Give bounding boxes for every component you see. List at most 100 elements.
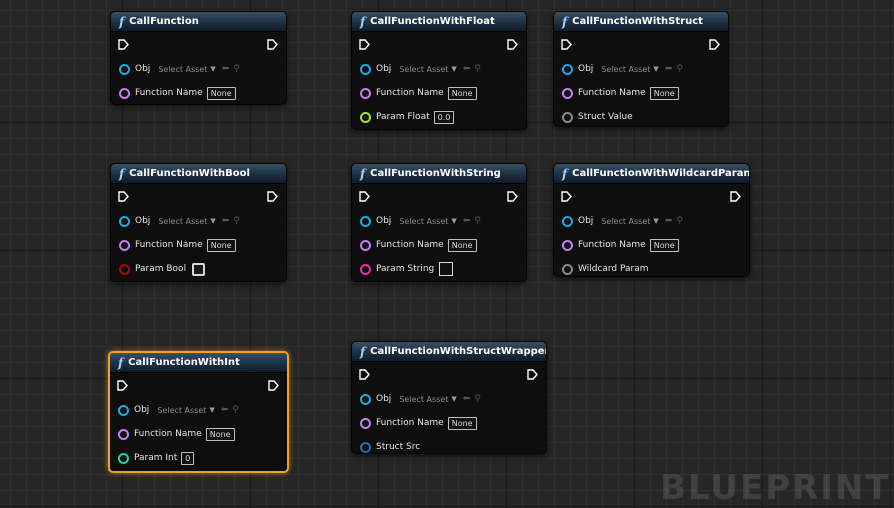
node-call-function-with-struct-wrapper[interactable]: f CallFunctionWithStructWrapper Obj Sele…: [351, 341, 547, 454]
exec-output-pin-icon[interactable]: [709, 39, 720, 50]
bool-pin-icon[interactable]: [119, 263, 130, 275]
select-asset-dropdown[interactable]: Select Asset▼: [158, 65, 215, 74]
exec-output-pin-icon[interactable]: [527, 369, 538, 380]
obj-pin-row: Obj Select Asset▼ ⬅⚲: [111, 209, 286, 233]
struct-value-pin-row: Struct Value: [554, 105, 728, 126]
name-pin-icon[interactable]: [119, 239, 130, 251]
int-pin-icon[interactable]: [118, 452, 129, 464]
use-selected-arrow-icon[interactable]: ⬅: [664, 64, 673, 74]
param-float-label: Param Float: [376, 112, 430, 122]
node-header[interactable]: f CallFunction: [111, 12, 286, 32]
struct-pin-icon[interactable]: [360, 441, 371, 453]
exec-input-pin-icon[interactable]: [117, 380, 128, 391]
browse-search-icon[interactable]: ⚲: [233, 216, 240, 226]
obj-label: Obj: [578, 216, 594, 226]
exec-output-pin-icon[interactable]: [730, 191, 741, 202]
object-pin-icon[interactable]: [360, 63, 371, 75]
select-asset-dropdown[interactable]: Select Asset▼: [601, 217, 658, 226]
function-name-field[interactable]: None: [206, 238, 236, 252]
exec-input-pin-icon[interactable]: [118, 191, 129, 202]
browse-search-icon[interactable]: ⚲: [474, 216, 481, 226]
chevron-down-icon: ▼: [451, 395, 457, 403]
param-string-input[interactable]: [439, 262, 454, 276]
function-name-field[interactable]: None: [649, 238, 679, 252]
use-selected-arrow-icon[interactable]: ⬅: [221, 216, 230, 226]
use-selected-arrow-icon[interactable]: ⬅: [462, 64, 471, 74]
name-pin-icon[interactable]: [562, 239, 573, 251]
select-asset-dropdown[interactable]: Select Asset▼: [601, 65, 658, 74]
browse-search-icon[interactable]: ⚲: [233, 64, 240, 74]
name-pin-icon[interactable]: [118, 428, 129, 440]
name-pin-icon[interactable]: [119, 87, 130, 99]
function-name-label: Function Name: [135, 88, 203, 98]
node-header[interactable]: f CallFunctionWithFloat: [352, 12, 526, 32]
node-call-function-with-string[interactable]: f CallFunctionWithString Obj Select Asse…: [351, 163, 527, 282]
browse-search-icon[interactable]: ⚲: [676, 64, 683, 74]
node-header[interactable]: f CallFunctionWithStructWrapper: [352, 342, 546, 362]
exec-output-pin-icon[interactable]: [267, 39, 278, 50]
browse-search-icon[interactable]: ⚲: [232, 405, 239, 415]
node-header[interactable]: f CallFunctionWithString: [352, 164, 526, 184]
exec-output-pin-icon[interactable]: [268, 380, 279, 391]
select-asset-dropdown[interactable]: Select Asset▼: [399, 217, 456, 226]
name-pin-icon[interactable]: [360, 87, 371, 99]
node-call-function-with-struct[interactable]: f CallFunctionWithStruct Obj Select Asse…: [553, 11, 729, 127]
param-int-field[interactable]: 0: [181, 451, 195, 465]
function-name-field[interactable]: None: [205, 427, 235, 441]
node-call-function-with-wildcard-param[interactable]: f CallFunctionWithWildcardParam Obj Sele…: [553, 163, 750, 277]
select-asset-dropdown[interactable]: Select Asset▼: [158, 217, 215, 226]
function-name-field[interactable]: None: [206, 86, 236, 100]
object-pin-icon[interactable]: [119, 63, 130, 75]
exec-input-pin-icon[interactable]: [561, 191, 572, 202]
node-call-function-with-int[interactable]: f CallFunctionWithInt Obj Select Asset▼ …: [108, 351, 289, 473]
exec-input-pin-icon[interactable]: [561, 39, 572, 50]
exec-output-pin-icon[interactable]: [267, 191, 278, 202]
object-pin-icon[interactable]: [360, 215, 371, 227]
use-selected-arrow-icon[interactable]: ⬅: [462, 216, 471, 226]
exec-output-pin-icon[interactable]: [507, 39, 518, 50]
node-header[interactable]: f CallFunctionWithWildcardParam: [554, 164, 749, 184]
function-name-field[interactable]: None: [447, 416, 477, 430]
param-bool-checkbox[interactable]: [192, 262, 206, 276]
param-float-field[interactable]: 0.0: [433, 110, 455, 124]
exec-input-pin-icon[interactable]: [359, 369, 370, 380]
name-pin-icon[interactable]: [360, 417, 371, 429]
browse-search-icon[interactable]: ⚲: [474, 64, 481, 74]
function-name-pin-row: Function Name None: [352, 233, 526, 257]
select-asset-dropdown[interactable]: Select Asset▼: [399, 395, 456, 404]
node-header[interactable]: f CallFunctionWithInt: [110, 353, 287, 373]
object-pin-icon[interactable]: [118, 404, 129, 416]
string-pin-icon[interactable]: [360, 263, 371, 275]
node-call-function[interactable]: f CallFunction Obj Select Asset▼ ⬅⚲ Func…: [110, 11, 287, 105]
select-asset-dropdown[interactable]: Select Asset▼: [399, 65, 456, 74]
node-call-function-with-bool[interactable]: f CallFunctionWithBool Obj Select Asset▼…: [110, 163, 287, 282]
use-selected-arrow-icon[interactable]: ⬅: [221, 64, 230, 74]
browse-search-icon[interactable]: ⚲: [676, 216, 683, 226]
wildcard-pin-icon[interactable]: [562, 263, 573, 275]
struct-pin-icon[interactable]: [562, 111, 573, 123]
float-pin-icon[interactable]: [360, 111, 371, 123]
object-pin-icon[interactable]: [360, 393, 371, 405]
object-pin-icon[interactable]: [562, 63, 573, 75]
node-header[interactable]: f CallFunctionWithBool: [111, 164, 286, 184]
object-pin-icon[interactable]: [119, 215, 130, 227]
exec-input-pin-icon[interactable]: [359, 191, 370, 202]
exec-input-pin-icon[interactable]: [359, 39, 370, 50]
function-name-field[interactable]: None: [649, 86, 679, 100]
select-asset-dropdown[interactable]: Select Asset▼: [157, 406, 214, 415]
node-header[interactable]: f CallFunctionWithStruct: [554, 12, 728, 32]
wildcard-param-label: Wildcard Param: [578, 264, 649, 274]
browse-search-icon[interactable]: ⚲: [474, 394, 481, 404]
node-call-function-with-float[interactable]: f CallFunctionWithFloat Obj Select Asset…: [351, 11, 527, 130]
function-name-field[interactable]: None: [447, 86, 477, 100]
function-name-field[interactable]: None: [447, 238, 477, 252]
name-pin-icon[interactable]: [562, 87, 573, 99]
use-selected-arrow-icon[interactable]: ⬅: [462, 394, 471, 404]
object-pin-icon[interactable]: [562, 215, 573, 227]
use-selected-arrow-icon[interactable]: ⬅: [220, 405, 229, 415]
exec-input-pin-icon[interactable]: [118, 39, 129, 50]
use-selected-arrow-icon[interactable]: ⬅: [664, 216, 673, 226]
exec-output-pin-icon[interactable]: [507, 191, 518, 202]
name-pin-icon[interactable]: [360, 239, 371, 251]
